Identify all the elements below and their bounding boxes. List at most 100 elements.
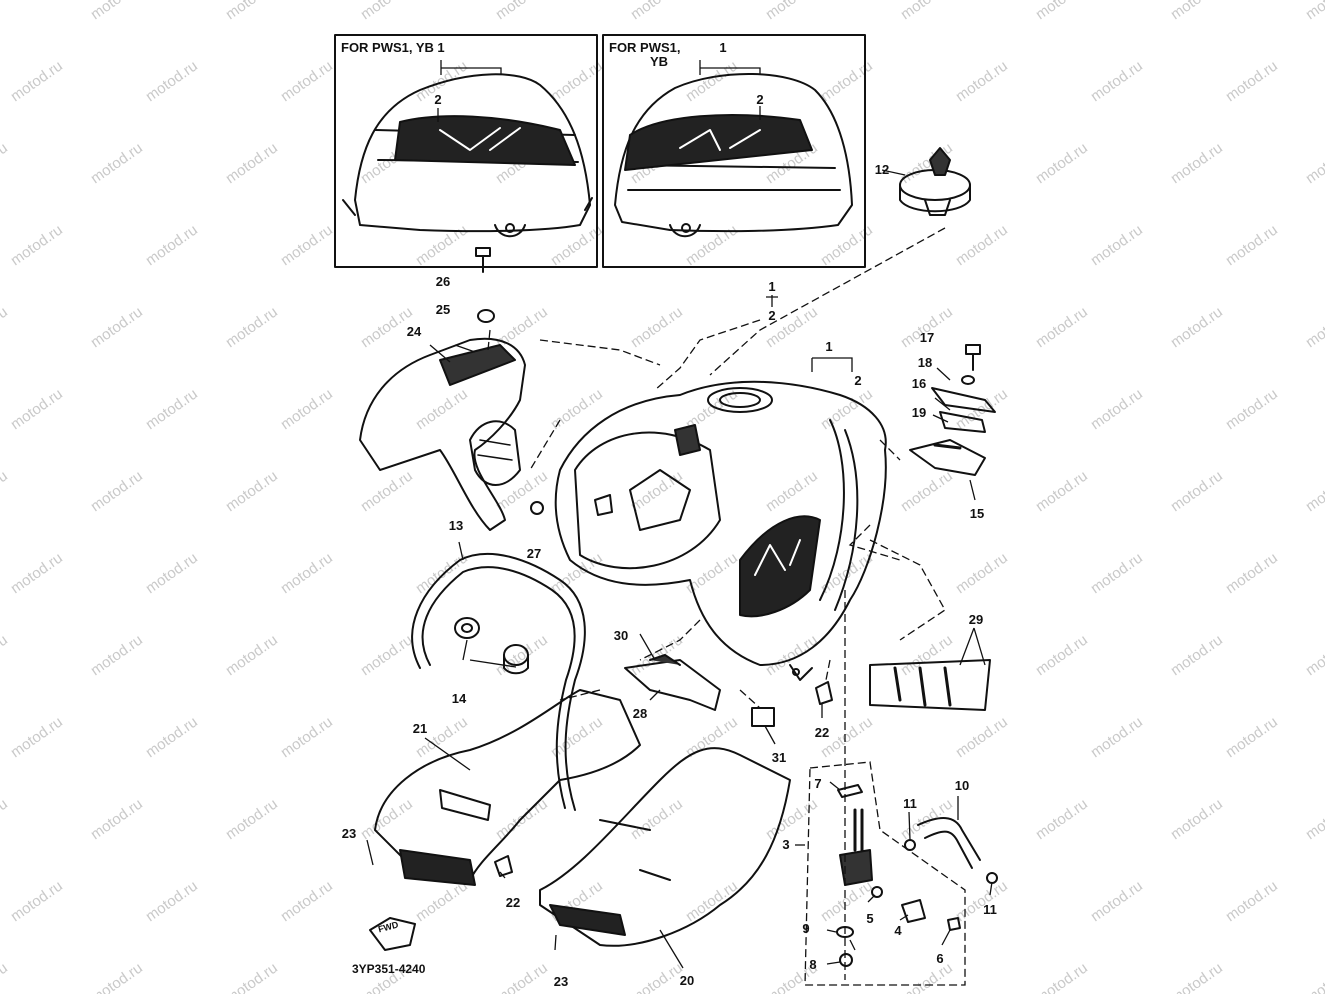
watermark-text: motod.ru <box>88 795 146 843</box>
callout-27: 27 <box>527 546 541 561</box>
watermark-text: motod.ru <box>1303 467 1325 515</box>
watermark-text: motod.ru <box>8 221 66 269</box>
callout-11: 11 <box>903 796 917 811</box>
watermark-text: motod.ru <box>953 221 1011 269</box>
inset-tank-left <box>342 73 593 238</box>
watermark-text: motod.ru <box>1303 631 1325 679</box>
watermark-text: motod.ru <box>548 549 606 597</box>
watermark-text: motod.ru <box>8 713 66 761</box>
watermark-text: motod.ru <box>278 877 336 925</box>
watermark-text: motod.ru <box>1168 959 1226 994</box>
watermark-text: motod.ru <box>223 795 281 843</box>
callout-15: 15 <box>970 506 984 521</box>
callout-2: 2 <box>434 92 441 107</box>
callout-1: 1 <box>768 279 775 294</box>
watermark-text: motod.ru <box>223 139 281 187</box>
clip-11-lower <box>986 872 998 884</box>
watermark-text: motod.ru <box>953 877 1011 925</box>
watermark-text: motod.ru <box>1088 385 1146 433</box>
callout-20: 20 <box>680 973 694 988</box>
callout-23: 23 <box>554 974 568 989</box>
fuel-hose-10 <box>917 817 981 869</box>
watermark-text: motod.ru <box>628 795 686 843</box>
watermark-text: motod.ru <box>1168 0 1226 23</box>
fwd-arrow-icon <box>369 917 416 951</box>
callout-1: 1 <box>437 40 444 55</box>
callout-9: 9 <box>802 921 809 936</box>
watermark-text: motod.ru <box>763 467 821 515</box>
watermark-text: motod.ru <box>953 713 1011 761</box>
dashed-leaders <box>487 227 966 986</box>
watermark-text: motod.ru <box>493 0 551 23</box>
watermark-text: motod.ru <box>628 303 686 351</box>
watermark-text: motod.ru <box>278 57 336 105</box>
watermark-text: motod.ru <box>953 57 1011 105</box>
washer-18 <box>961 375 975 385</box>
callout-7: 7 <box>814 776 821 791</box>
watermark-text: motod.ru <box>223 467 281 515</box>
watermark-text: motod.ru <box>223 959 281 994</box>
watermark-text: motod.ru <box>763 631 821 679</box>
callout-numbers: 1212122625241212171816191527131429302822… <box>342 40 997 989</box>
watermark-text: motod.ru <box>898 959 956 994</box>
plate-16 <box>931 387 996 413</box>
watermark-text: motod.ru <box>1033 631 1091 679</box>
watermark-text: motod.ru <box>1223 713 1281 761</box>
watermark-text: motod.ru <box>358 467 416 515</box>
watermark-text: motod.ru <box>1088 713 1146 761</box>
pad-31 <box>751 707 775 727</box>
callout-30: 30 <box>614 628 628 643</box>
watermark-text: motod.ru <box>413 221 471 269</box>
watermark-text: motod.ru <box>1303 303 1325 351</box>
watermark-text: motod.ru <box>1168 139 1226 187</box>
callout-12: 12 <box>875 162 889 177</box>
watermark-text: motod.ru <box>0 303 11 351</box>
watermark-text: motod.ru <box>683 221 741 269</box>
callout-24: 24 <box>407 324 422 339</box>
watermark-text: motod.ru <box>143 385 201 433</box>
watermark-text: motod.ru <box>1303 795 1325 843</box>
bracket-15 <box>909 439 986 476</box>
callout-22: 22 <box>506 895 520 910</box>
watermark-text: motod.ru <box>0 795 11 843</box>
watermark-text: motod.ru <box>1033 959 1091 994</box>
watermark-text: motod.ru <box>8 549 66 597</box>
inset-box-left <box>334 34 598 268</box>
callout-28: 28 <box>633 706 647 721</box>
callout-31: 31 <box>772 750 786 765</box>
watermark-text: motod.ru <box>88 303 146 351</box>
watermark-text: motod.ru <box>223 631 281 679</box>
watermark-text: motod.ru <box>628 467 686 515</box>
watermark-text: motod.ru <box>683 549 741 597</box>
lower-cover-21 <box>374 689 641 886</box>
watermark-text: motod.ru <box>223 303 281 351</box>
inset-right-label-line1: FOR PWS1, <box>609 40 681 55</box>
emblem-29 <box>869 659 991 711</box>
callout-21: 21 <box>413 721 427 736</box>
watermark-text: motod.ru <box>88 139 146 187</box>
callout-19: 19 <box>912 405 926 420</box>
watermark-text: motod.ru <box>88 631 146 679</box>
watermark-text: motod.ru <box>88 0 146 23</box>
callout-23: 23 <box>342 826 356 841</box>
lower-cover-20 <box>539 747 791 947</box>
watermark-text: motod.ru <box>1168 631 1226 679</box>
callout-1: 1 <box>825 339 832 354</box>
watermark-text: motod.ru <box>1033 0 1091 23</box>
watermark-text: motod.ru <box>1168 795 1226 843</box>
callout-17: 17 <box>920 330 934 345</box>
bolt-17 <box>965 344 981 371</box>
watermark-text: motod.ru <box>1223 549 1281 597</box>
fuel-tank <box>554 380 887 681</box>
watermark-text: motod.ru <box>8 877 66 925</box>
watermark-text: motod.ru <box>628 631 686 679</box>
callout-5: 5 <box>866 911 873 926</box>
side-cover <box>359 337 526 531</box>
watermark-text: motod.ru <box>278 221 336 269</box>
inset-box-right <box>602 34 866 268</box>
watermark-text: motod.ru <box>1168 303 1226 351</box>
frame-13 <box>411 552 586 811</box>
watermark-text: motod.ru <box>1223 877 1281 925</box>
callout-2: 2 <box>768 308 775 323</box>
callout-10: 10 <box>955 778 969 793</box>
